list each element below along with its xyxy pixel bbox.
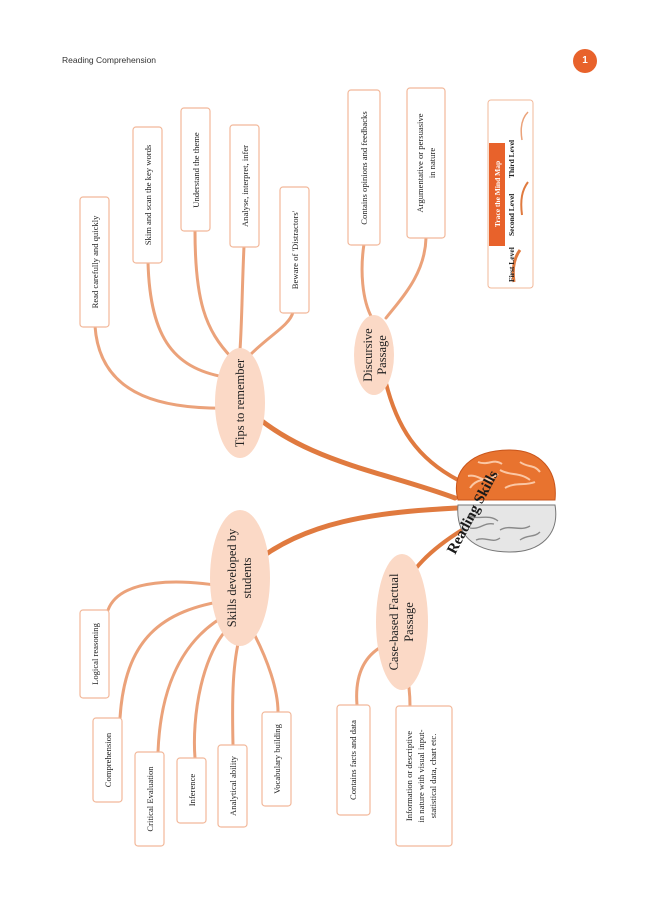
tips-item-4-text: Analyse, interpret, infer <box>240 145 250 227</box>
legend: Trace the Mind Map First Level Second Le… <box>487 99 534 289</box>
node-discursive: Discursive Passage <box>354 315 394 395</box>
skills-item-3: Critical Evaluation <box>134 751 165 847</box>
branch-skills-2 <box>118 598 232 720</box>
branch-tips-2 <box>146 260 232 380</box>
branch-tips-5 <box>248 310 295 357</box>
discursive-item-2-text-2: in nature <box>427 148 437 178</box>
node-tips-title: Tips to remember <box>233 358 247 447</box>
header-title: Reading Comprehension <box>62 55 157 65</box>
skills-item-4-text: Inference <box>187 774 197 807</box>
branch-disc-2 <box>384 236 428 320</box>
tips-item-3-text: Understand the theme <box>191 132 201 208</box>
casebased-item-2-text-1: Information or descriptive <box>404 731 414 821</box>
node-skills: Skills developed by students <box>210 510 270 646</box>
skills-item-1-text: Logical reasoning <box>90 622 100 685</box>
tips-item-1-text: Read carefully and quickly <box>90 215 100 309</box>
branch-tips <box>237 399 458 501</box>
discursive-item-2-text-1: Argumentative or persuasive <box>415 113 425 212</box>
discursive-item-1: Contains opinions and feedbacks <box>347 89 381 246</box>
tips-item-3: Understand the theme <box>180 107 211 232</box>
casebased-item-1: Contains facts and data <box>336 704 371 816</box>
branch-tips-3 <box>193 229 234 360</box>
discursive-item-1-text: Contains opinions and feedbacks <box>359 111 369 225</box>
tips-item-5-text: Beware of 'Distractors' <box>290 210 300 289</box>
legend-second-line <box>520 181 529 216</box>
tips-item-2: Skim and scan the key words <box>132 126 163 264</box>
skills-item-6-text: Vocabulary building <box>272 723 282 793</box>
tips-item-5: Beware of 'Distractors' <box>279 186 310 314</box>
node-casebased-title-1: Case-based Factual <box>387 573 401 670</box>
tips-item-1: Read carefully and quickly <box>79 196 110 328</box>
node-skills-title-2: students <box>240 557 254 598</box>
branch-tips-4 <box>238 244 246 352</box>
legend-third: Third Level <box>507 140 516 178</box>
skills-item-6: Vocabulary building <box>261 711 292 807</box>
branch-skills-6 <box>250 628 280 714</box>
skills-item-2: Comprehension <box>92 717 123 803</box>
skills-item-4: Inference <box>176 757 207 824</box>
node-casebased-title-2: Passage <box>402 602 416 642</box>
node-skills-title-1: Skills developed by <box>225 528 239 627</box>
skills-item-1: Logical reasoning <box>79 609 110 699</box>
branch-tips-1 <box>93 324 237 410</box>
legend-first: First Level <box>507 247 516 282</box>
node-discursive-title-2: Passage <box>375 335 389 375</box>
branch-discursive <box>381 368 460 482</box>
tips-item-2-text: Skim and scan the key words <box>143 144 153 245</box>
legend-second: Second Level <box>507 194 516 236</box>
node-tips: Tips to remember <box>215 348 265 458</box>
skills-item-2-text: Comprehension <box>103 732 113 787</box>
brain-icon <box>455 449 557 553</box>
legend-third-line <box>520 111 529 141</box>
branch-skills-3 <box>156 610 234 754</box>
legend-first-line <box>511 249 522 283</box>
skills-item-5-text: Analytical ability <box>228 755 238 816</box>
node-casebased: Case-based Factual Passage <box>376 554 428 690</box>
node-discursive-title-1: Discursive <box>361 328 375 382</box>
discursive-item-2: Argumentative or persuasive in nature <box>406 87 446 239</box>
branch-disc-1 <box>360 242 374 320</box>
casebased-item-2-text-3: statistical data, chart etc. <box>428 734 438 819</box>
casebased-item-2-text-2: in nature with visual input- <box>416 729 426 822</box>
casebased-item-2: Information or descriptive in nature wit… <box>395 705 453 847</box>
tips-item-4: Analyse, interpret, infer <box>229 124 260 248</box>
skills-item-5: Analytical ability <box>217 744 248 828</box>
skills-item-3-text: Critical Evaluation <box>145 766 155 832</box>
casebased-item-1-text: Contains facts and data <box>348 720 358 800</box>
page-number-badge: 1 <box>573 49 597 73</box>
legend-title: Trace the Mind Map <box>493 161 502 227</box>
